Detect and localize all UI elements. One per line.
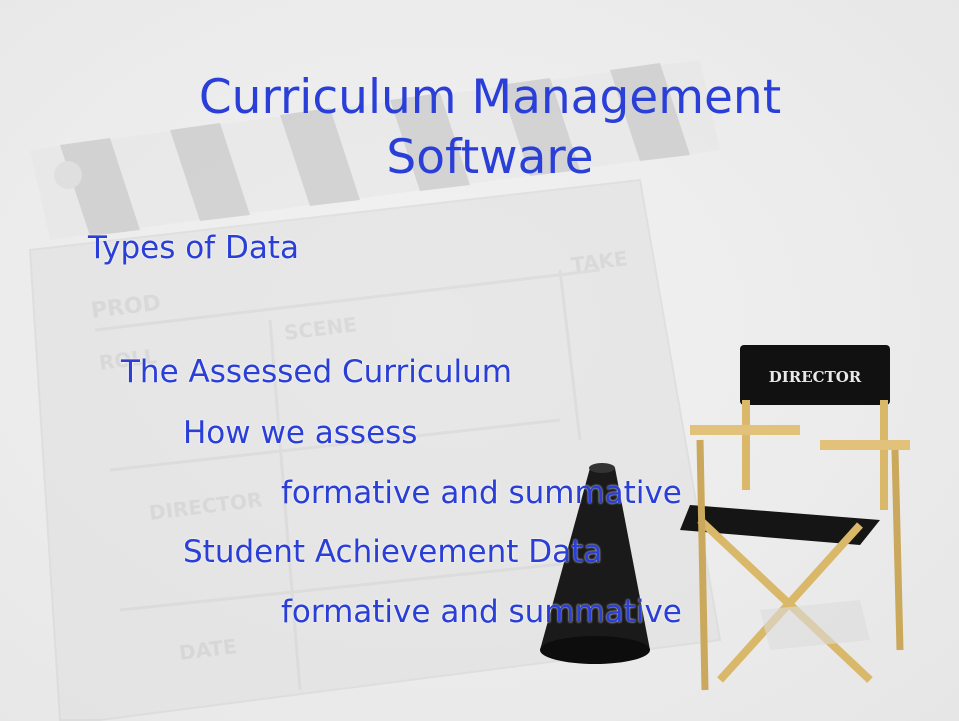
- student-achievement-data-item: Student Achievement Data: [183, 534, 603, 570]
- papers-image: [760, 600, 870, 650]
- formative-summative-item-1: formative and summative: [281, 475, 682, 511]
- slide-title: Curriculum Management Software: [90, 68, 890, 188]
- how-we-assess-item: How we assess: [183, 415, 418, 451]
- clapper-stripes: [30, 60, 720, 240]
- clapperboard-image: PROD SCENE TAKE ROLL DIRECTOR DATE: [28, 60, 722, 721]
- title-line-2: Software: [386, 130, 594, 185]
- director-chair-image: DIRECTOR: [680, 345, 910, 691]
- title-line-1: Curriculum Management: [198, 70, 782, 125]
- megaphone-image: [540, 463, 650, 664]
- formative-summative-item-2: formative and summative: [281, 594, 682, 630]
- chair-director-label: DIRECTOR: [769, 368, 862, 386]
- assessed-curriculum-item: The Assessed Curriculum: [121, 354, 512, 390]
- types-of-data-heading: Types of Data: [88, 230, 299, 266]
